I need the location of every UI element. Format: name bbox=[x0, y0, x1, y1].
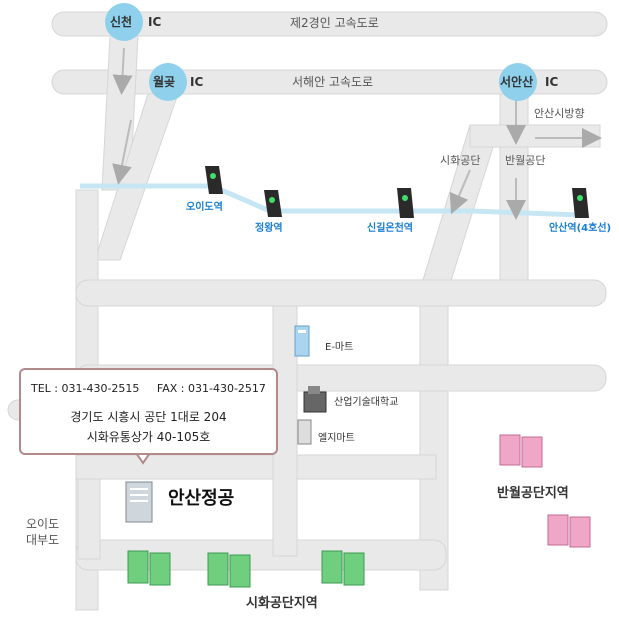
direction-label: 시화공단 bbox=[440, 154, 481, 167]
station-icon bbox=[397, 188, 414, 218]
polytech-building-icon bbox=[303, 386, 327, 413]
ic-wolgot-marker bbox=[149, 63, 187, 101]
company-name: 안산정공 bbox=[168, 488, 235, 509]
ic-suffix: IC bbox=[190, 75, 204, 89]
ic-name: 서안산 bbox=[500, 75, 534, 89]
building-label: 산업기술대학교 bbox=[334, 397, 399, 408]
road-network bbox=[7, 11, 608, 611]
expressway-label: 제2경인 고속도로 bbox=[290, 16, 379, 30]
station-label: 오이도역 bbox=[186, 202, 223, 213]
building-label: E-마트 bbox=[325, 342, 354, 353]
station-towers bbox=[205, 166, 589, 218]
expressway-label: 서해안 고속도로 bbox=[292, 75, 374, 89]
ic-name: 신천 bbox=[110, 15, 133, 29]
zone-label: 반월공단지역 bbox=[497, 486, 569, 501]
sihwa-buildings bbox=[127, 550, 365, 588]
station-label: 정왕역 bbox=[255, 223, 283, 234]
station-label: 안산역(4호선) bbox=[549, 223, 612, 234]
station-icon bbox=[205, 166, 223, 194]
subway-line bbox=[80, 183, 581, 218]
ic-sincheon-marker bbox=[105, 3, 143, 41]
zone-label: 시화공단지역 bbox=[246, 596, 318, 611]
contact-callout: TEL : 031-430-2515 FAX : 031-430-2517 경기… bbox=[19, 368, 278, 455]
direction-label: 안산시방향 bbox=[534, 107, 585, 120]
tel-fax: TEL : 031-430-2515 FAX : 031-430-2517 bbox=[31, 382, 266, 395]
building-label: 엘지마트 bbox=[318, 433, 355, 444]
banwol-buildings bbox=[499, 434, 591, 548]
ic-suffix: IC bbox=[545, 75, 559, 89]
ic-suffix: IC bbox=[148, 15, 162, 29]
station-icon bbox=[572, 188, 589, 218]
emart-building-icon bbox=[294, 325, 310, 357]
station-icon bbox=[264, 190, 282, 217]
ic-seoansan-marker bbox=[499, 63, 537, 101]
address-line-1: 경기도 시흥시 공단 1대로 204 bbox=[70, 410, 227, 424]
address-line-2: 시화유통상가 40-105호 bbox=[86, 430, 211, 444]
station-label: 신길온천역 bbox=[367, 223, 413, 234]
area-label: 오이도 bbox=[26, 517, 60, 531]
ic-name: 월곶 bbox=[153, 75, 176, 89]
area-label: 대부도 bbox=[26, 533, 60, 547]
company-building-icon bbox=[125, 481, 153, 523]
direction-label: 반월공단 bbox=[505, 154, 546, 167]
ljmart-building-icon bbox=[297, 419, 312, 445]
